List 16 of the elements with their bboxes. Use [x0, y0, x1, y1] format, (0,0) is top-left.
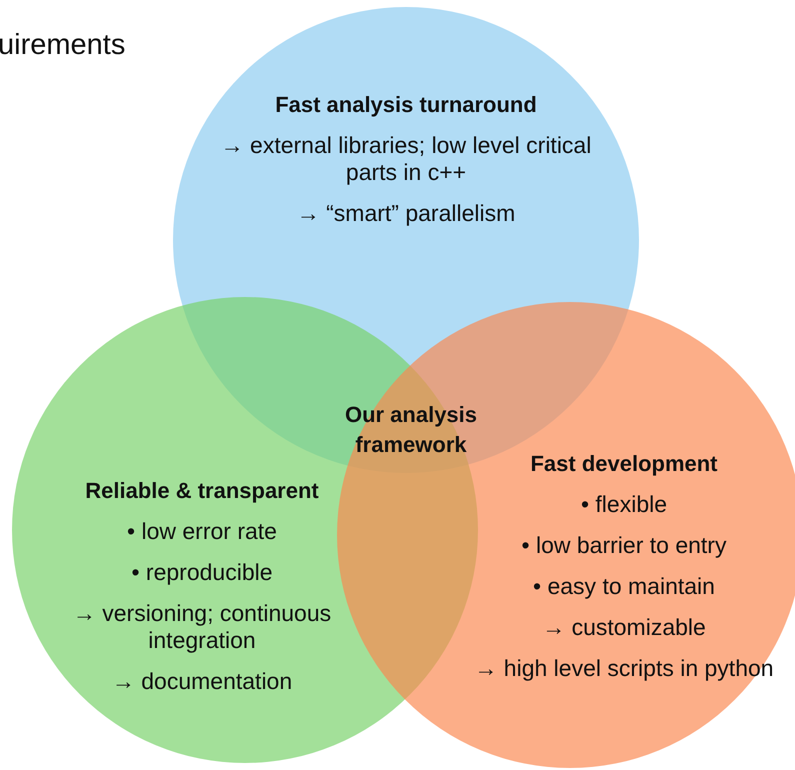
list-item: • easy to maintain	[532, 573, 716, 600]
list-item: → high level scripts in python	[473, 655, 775, 682]
list-item: • reproducible	[130, 559, 274, 586]
circle-heading: Fast development	[529, 450, 719, 477]
list-item: • flexible	[580, 491, 668, 518]
list-item: • low error rate	[126, 518, 278, 545]
circle-heading: Fast analysis turnaround	[274, 91, 538, 118]
circle-heading: Reliable & transparent	[84, 477, 320, 504]
list-item: → “smart” parallelism	[296, 200, 516, 227]
list-item: • low barrier to entry	[520, 532, 728, 559]
list-item: → customizable	[541, 614, 707, 641]
center-label: Our analysis framework	[344, 401, 478, 459]
list-item: → versioning; continuous integration	[72, 600, 332, 654]
list-item: → external libraries; low level critical parts in c++	[220, 132, 592, 186]
page-title: uirements	[0, 30, 126, 60]
list-item: → documentation	[110, 668, 294, 695]
